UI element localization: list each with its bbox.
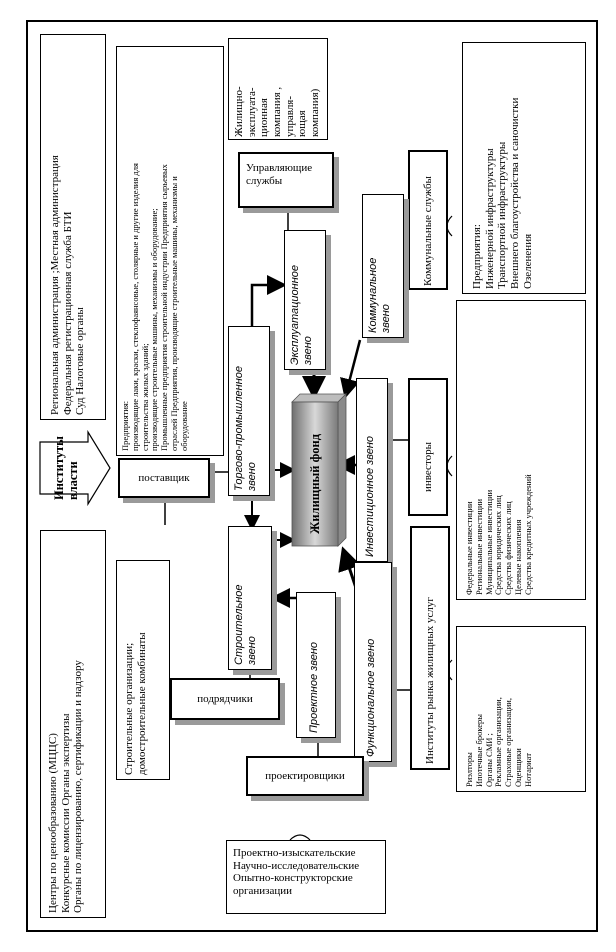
utility-enterprises-box: Предприятия: Инженерной инфраструктуры Т… <box>462 42 586 294</box>
contractors-label: подрядчики <box>197 693 253 705</box>
authorities-line: Региональная администрация ;Местная адми… <box>49 155 61 415</box>
authorities-panel: Региональная администрация ;Местная адми… <box>40 34 106 420</box>
enterprises-line: оборудование <box>178 401 189 451</box>
power-institutes-line: власти <box>66 461 81 500</box>
housing-company-box: Жилищно- эксплуата- ционная компания , у… <box>228 38 328 140</box>
regulators-line: Органы по лицензированию, сертификации и… <box>72 660 85 913</box>
supplier-label: поставщик <box>138 472 190 484</box>
operation-link-line: Эксплуатационное <box>289 265 301 365</box>
functional-link-label: Функциональное звено <box>365 638 377 757</box>
market-institutes-box: Институты рынка жилищных услуг <box>410 526 450 770</box>
design-org-line: организации <box>233 884 293 897</box>
housing-fund-node: Жилищный фонд <box>291 393 347 547</box>
authorities-line: Федеральная регистрационная служба БТИ <box>61 211 74 415</box>
design-org-line: Научно-исследовательские <box>233 859 360 872</box>
design-org-line: Проектно-изыскательские <box>233 847 356 859</box>
design-orgs-text: Проектно-изыскательские Научно-исследова… <box>233 847 359 898</box>
functional-link-box: Функциональное звено <box>354 562 392 762</box>
housing-company-line: компания) <box>308 88 321 137</box>
designers-box: проектировщики <box>246 756 364 796</box>
utility-enterprises-text: Предприятия: Инженерной инфраструктуры Т… <box>471 98 534 289</box>
builders-box: Строительные организации; домостроительн… <box>116 560 170 780</box>
power-institutes-label: Институты власти <box>52 436 81 500</box>
operation-link-box: Эксплуатационное звено <box>284 230 326 370</box>
diagram-frame <box>26 20 598 932</box>
market-institutes-label: Институты рынка жилищных услуг <box>424 597 436 764</box>
builders-line: домостроительные комбинаты <box>135 632 148 775</box>
regulators-line: Центры по ценообразованию (МЦЦС) <box>47 733 59 913</box>
housing-fund-3d-shape <box>291 393 347 547</box>
authorities-line: Суд Налоговые органы <box>74 307 87 415</box>
trade-link-line: звено <box>245 462 258 491</box>
trade-link-box: Торгово-промышленное звено <box>228 326 270 496</box>
authorities-text: Региональная администрация ;Местная адми… <box>49 155 87 415</box>
designers-label: проектировщики <box>265 770 345 782</box>
investment-sources-text: Федеральные инвестиции Региональные инве… <box>464 474 533 595</box>
construction-link-box: Строительное звено <box>228 526 272 670</box>
housing-company-line: эксплуата- <box>245 87 258 138</box>
enterprises-box: Предприятия: производящие лаки, краски, … <box>116 46 224 456</box>
contractors-box: подрядчики <box>170 678 280 720</box>
housing-company-line: ющая <box>296 110 309 137</box>
investment-source-line: Средства кредитных учреждений <box>522 474 533 595</box>
managing-services-line: службы <box>246 174 283 187</box>
housing-fund-label: Жилищный фонд <box>308 433 322 534</box>
market-participants-text: Риэлторы Ипотечные брокеры Органы СМИ ; … <box>464 697 533 787</box>
design-link-box: Проектное звено <box>296 592 336 738</box>
regulators-line: Конкурсные комиссии Органы экспертизы <box>59 713 72 913</box>
housing-company-line: компания , <box>270 86 283 137</box>
construction-link-line: звено <box>245 636 258 665</box>
trade-link-line: Торгово-промышленное <box>233 365 245 491</box>
utility-line: Озеленения <box>521 233 534 289</box>
investors-label: инвесторы <box>422 442 434 492</box>
utility-line: Транспортной инфраструктуры <box>496 141 509 289</box>
operation-link-line: звено <box>301 336 314 365</box>
power-arrow-shape <box>39 429 111 507</box>
market-participants-box: Риэлторы Ипотечные брокеры Органы СМИ ; … <box>456 626 586 792</box>
investment-sources-box: Федеральные инвестиции Региональные инве… <box>456 300 586 600</box>
utility-line: Предприятия: <box>471 224 483 289</box>
builders-text: Строительные организации; домостроительн… <box>123 632 148 775</box>
supplier-box: поставщик <box>118 458 210 498</box>
housing-company-line: управля- <box>283 95 296 137</box>
investment-link-label: Инвестиционное звено <box>364 435 376 557</box>
construction-link-line: Строительное <box>233 584 245 665</box>
market-participant-line: Нотариат <box>522 753 533 787</box>
managing-services-line: Управляющие <box>246 162 313 174</box>
investment-link-box: Инвестиционное звено <box>356 378 388 562</box>
housing-company-text: Жилищно- эксплуата- ционная компания , у… <box>233 86 321 137</box>
investors-box: инвесторы <box>408 378 448 516</box>
housing-company-line: Жилищно- <box>233 86 245 137</box>
design-org-line: Опытно-конструкторские <box>233 872 353 885</box>
regulators-text: Центры по ценообразованию (МЦЦС) Конкурс… <box>47 660 85 913</box>
utility-line: Инженерной инфраструктуры <box>483 148 496 289</box>
utility-line: Внешнего благоустройства и саночистки <box>508 97 521 289</box>
design-link-label: Проектное звено <box>308 641 320 733</box>
managing-services-box: Управляющие службы <box>238 152 334 208</box>
enterprises-text: Предприятия: производящие лаки, краски, … <box>120 163 189 451</box>
communal-link-box: Коммунальное звено <box>362 194 404 338</box>
communal-services-box: Коммунальные службы <box>408 150 448 290</box>
regulators-panel: Центры по ценообразованию (МЦЦС) Конкурс… <box>40 530 106 918</box>
builders-line: Строительные организации; <box>123 642 135 775</box>
communal-link-line: звено <box>379 304 392 333</box>
communal-services-label: Коммунальные службы <box>422 176 434 286</box>
power-institutes-line: Институты <box>52 436 66 500</box>
design-orgs-box: Проектно-изыскательские Научно-исследова… <box>226 840 386 914</box>
communal-link-line: Коммунальное <box>367 257 379 333</box>
housing-company-line: ционная <box>258 98 271 137</box>
